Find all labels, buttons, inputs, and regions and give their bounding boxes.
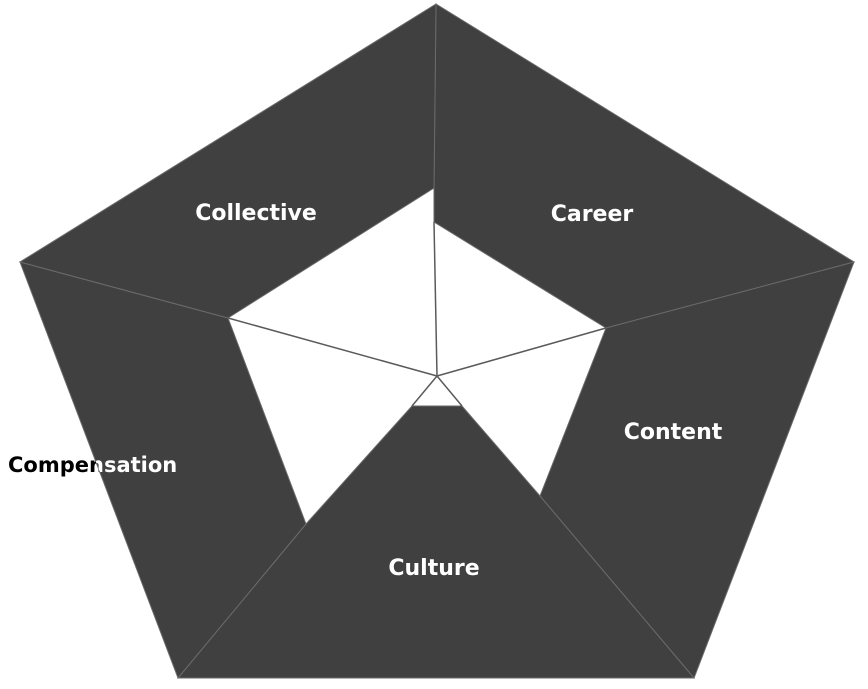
label-collective: Collective: [195, 201, 317, 226]
label-culture: Culture: [388, 556, 479, 581]
inner-spokes: [227, 221, 607, 407]
label-career: Career: [551, 202, 634, 227]
label-content: Content: [624, 420, 723, 445]
segment-collective: [18, 3, 437, 319]
